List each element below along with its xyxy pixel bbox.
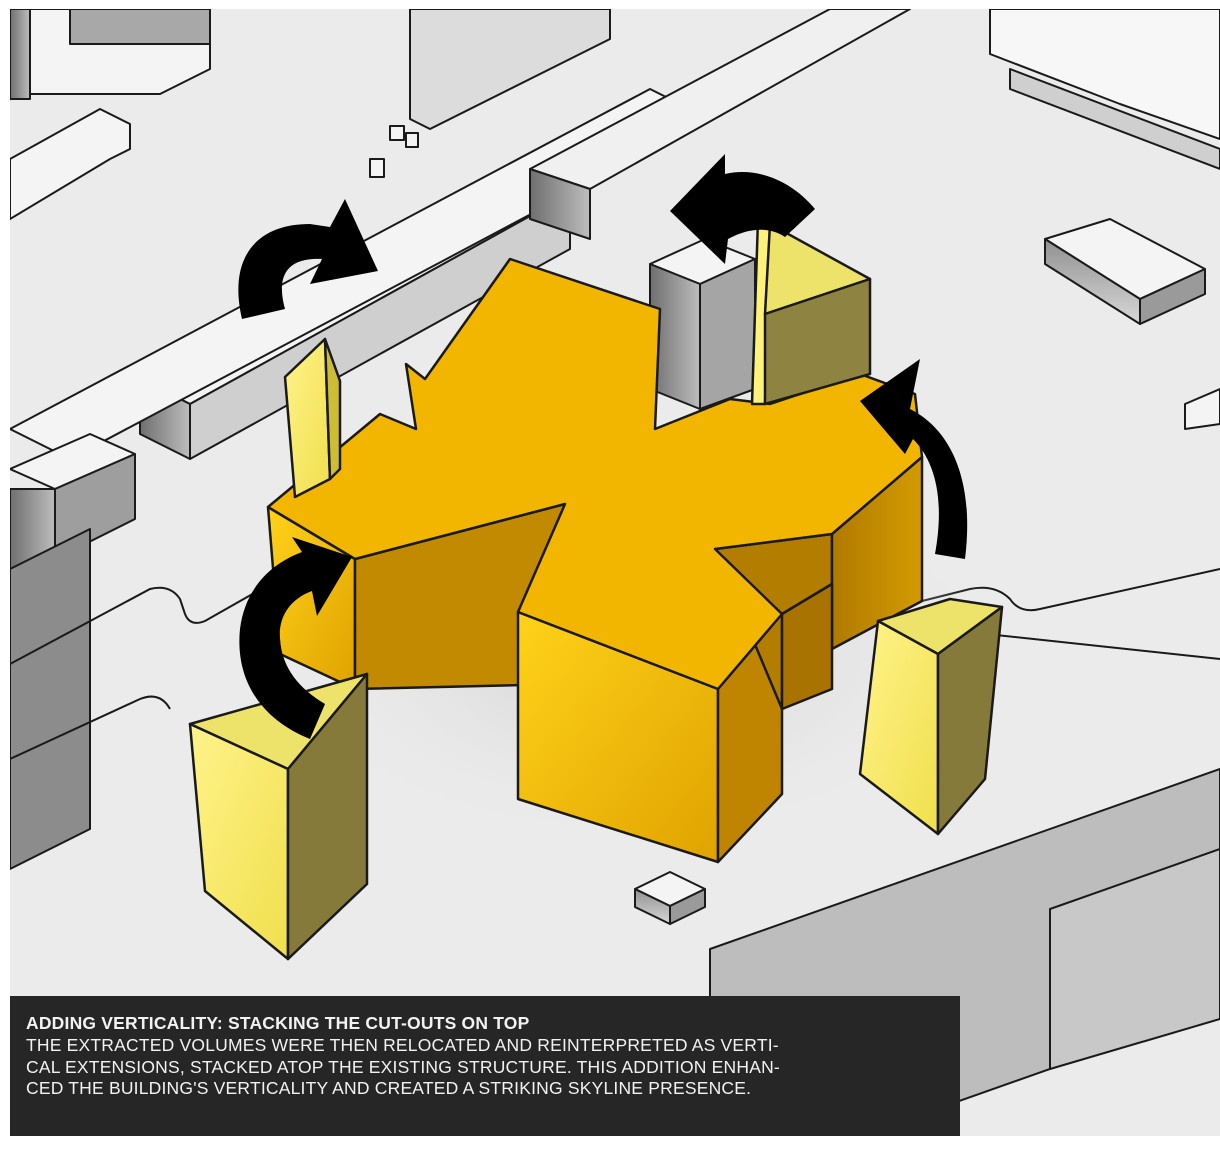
context-building-strip bbox=[10, 109, 130, 219]
caption-title: ADDING VERTICALITY: STACKING THE CUT-OUT… bbox=[26, 1013, 946, 1034]
caption-box: ADDING VERTICALITY: STACKING THE CUT-OUT… bbox=[10, 996, 960, 1136]
caption-line: CAL EXTENSIONS, STACKED ATOP THE EXISTIN… bbox=[26, 1057, 936, 1079]
caption-line: CED THE BUILDING'S VERTICALITY AND CREAT… bbox=[26, 1078, 936, 1100]
axonometric-drawing bbox=[10, 9, 1220, 1136]
context-building-left-2 bbox=[10, 529, 90, 869]
caption-body: THE EXTRACTED VOLUMES WERE THEN RELOCATE… bbox=[26, 1035, 936, 1100]
context-building-right-2 bbox=[1185, 389, 1220, 429]
context-building-top-center bbox=[410, 9, 610, 129]
site-massing-diagram bbox=[10, 9, 1220, 1136]
caption-line: THE EXTRACTED VOLUMES WERE THEN RELOCATE… bbox=[26, 1035, 936, 1057]
